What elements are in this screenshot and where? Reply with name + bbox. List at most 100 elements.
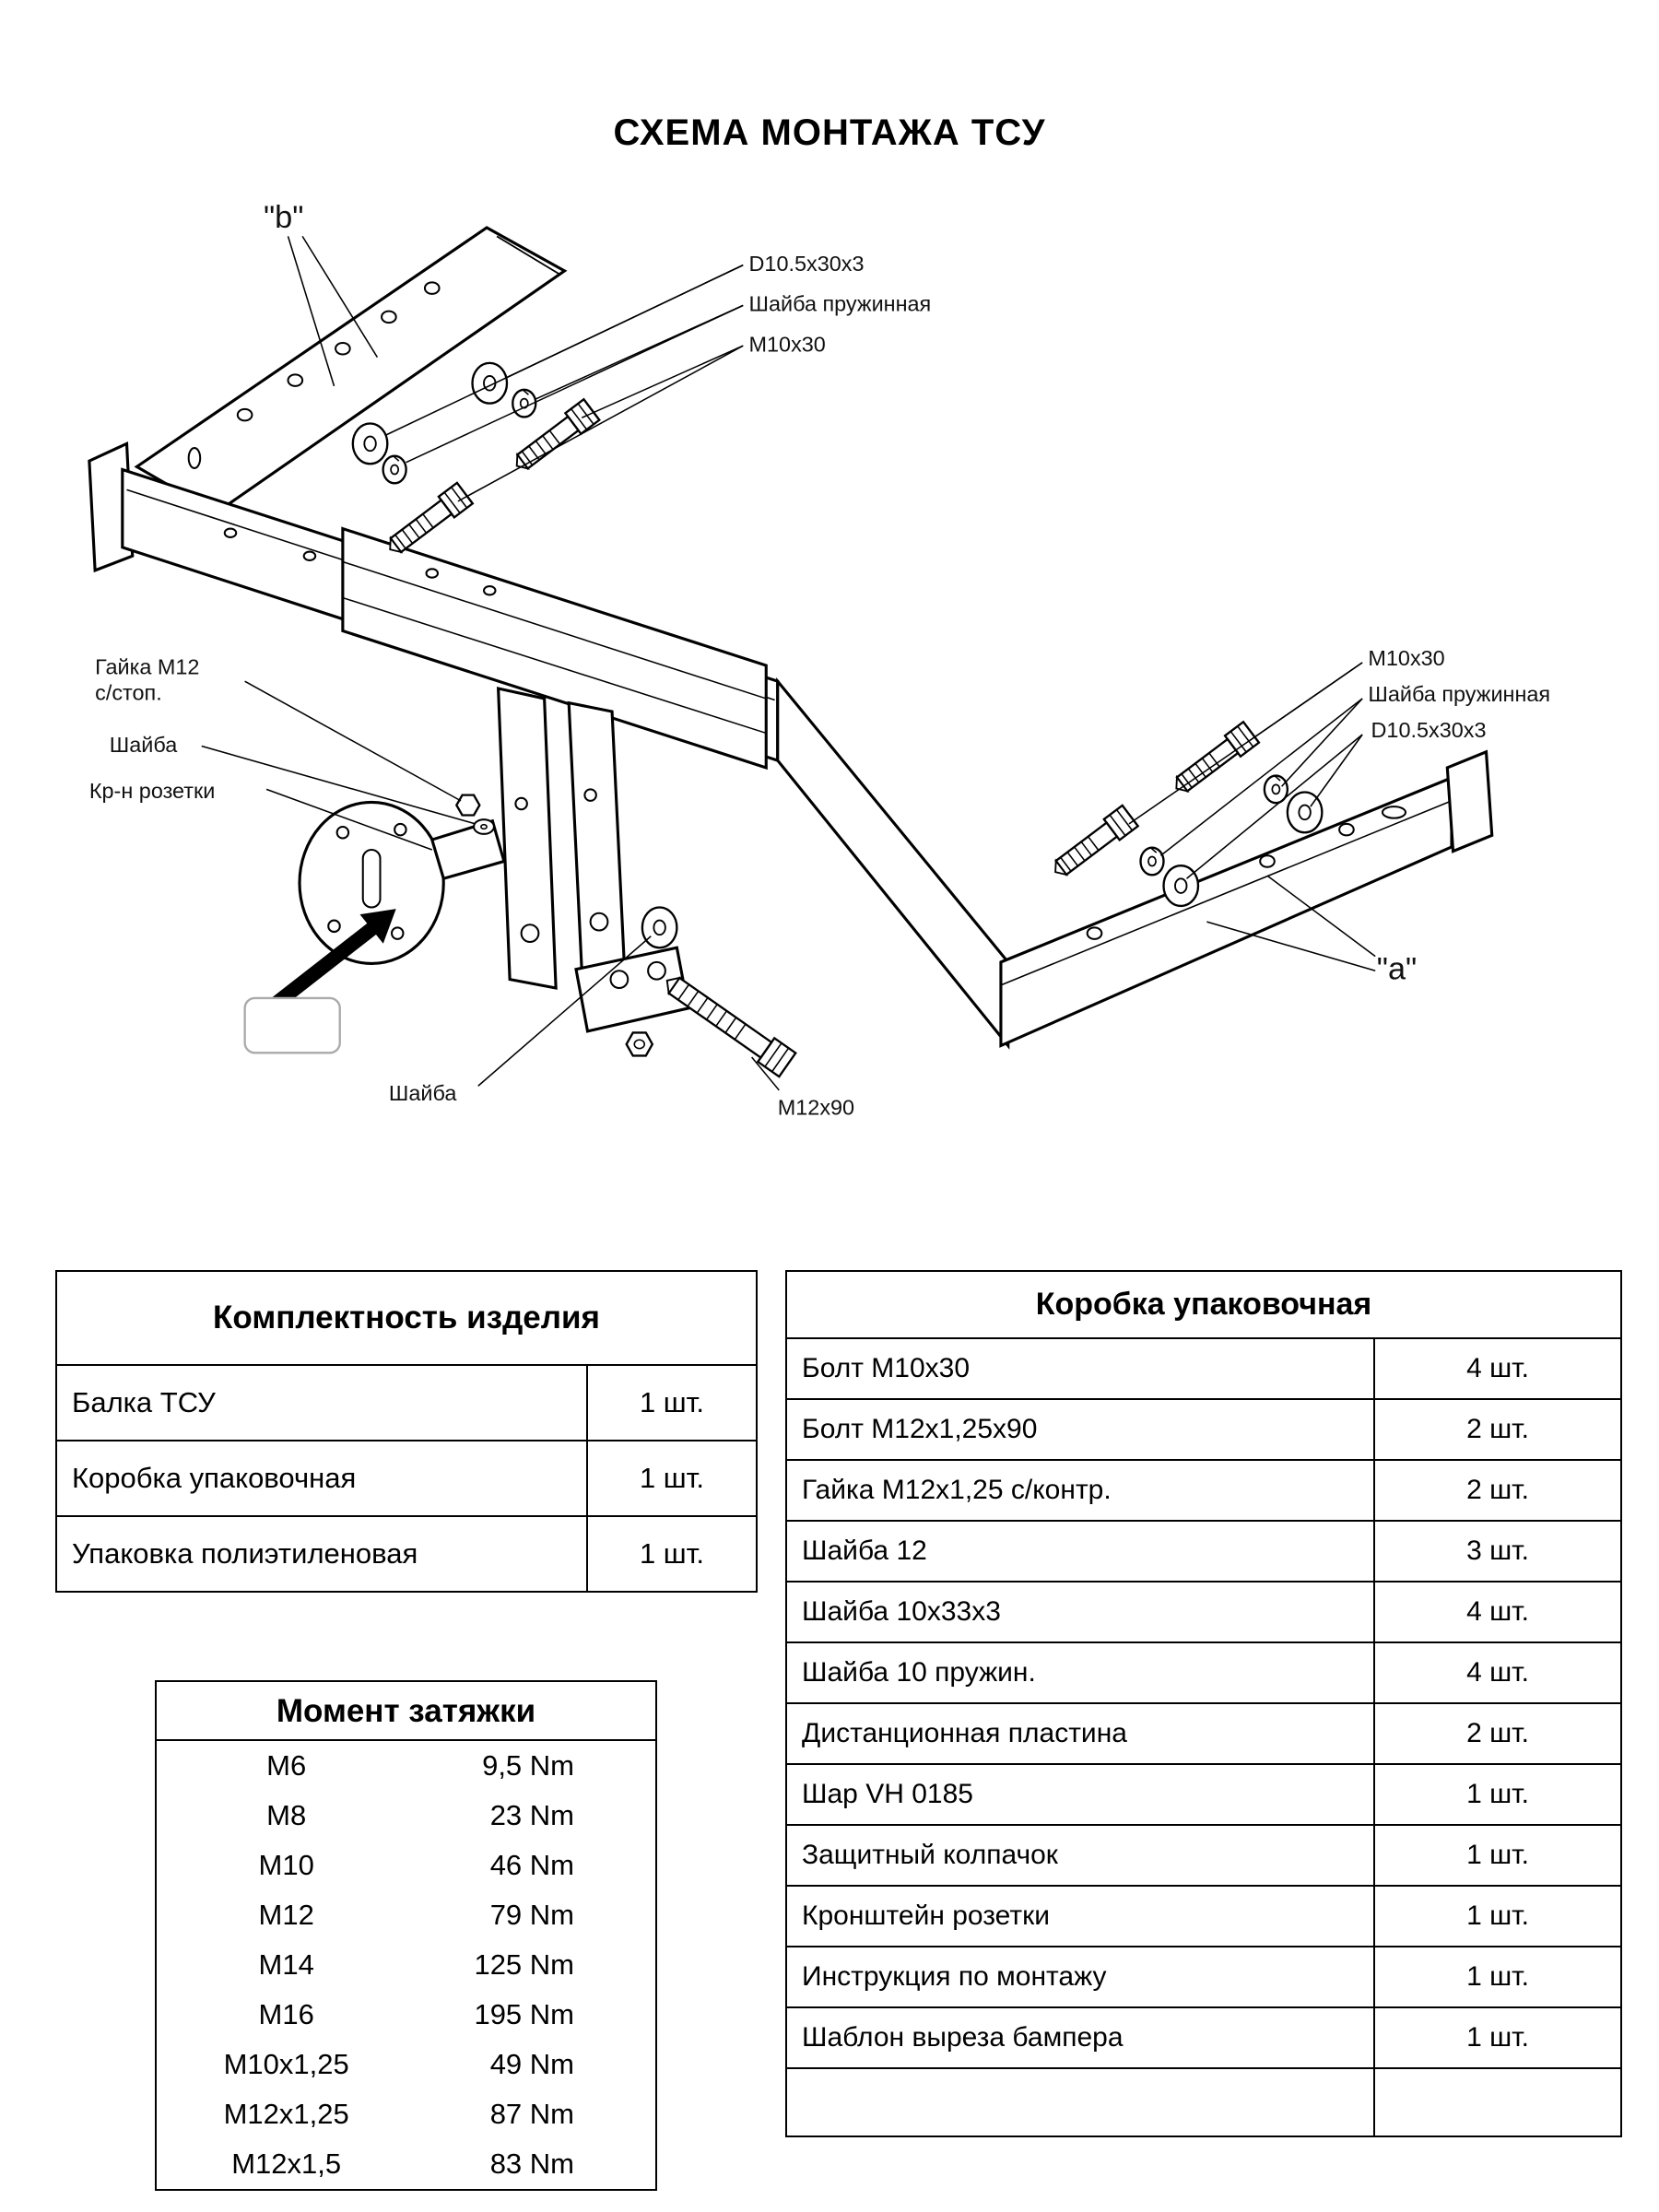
item-qty: 2 шт. [1373,1459,1622,1522]
leader-lines [201,235,1376,1091]
flange-nut-group [454,794,495,835]
item-name: Гайка М12х1,25 с/контр. [785,1459,1375,1522]
torque-table-title: Момент затяжки [156,1681,656,1741]
torque-value: 46 Nm [489,1849,574,1881]
item-name: Шайба 10 пружин. [785,1641,1375,1704]
item-name: Коробка упаковочная [55,1440,588,1517]
callout-nut-m12-line2: с/стоп. [95,681,162,705]
flat-washer-icon [351,422,389,465]
thread-size: М10 [258,1849,314,1881]
callout-d10-right: D10.5x30x3 [1371,718,1487,742]
callout-m10-right: M10x30 [1368,646,1444,670]
callout-nut-m12-line1: Гайка М12 [95,654,199,678]
beam-drop-section [776,677,1010,1050]
thread-size: М6 [266,1749,307,1782]
thread-size: М8 [266,1799,307,1831]
table-row: Дистанционная пластина 2 шт. [785,1702,1622,1765]
packing-box-table: Коробка упаковочная Болт М10х30 4 шт. Бо… [785,1270,1622,2137]
item-qty: 1 шт. [586,1440,758,1517]
table-row: Защитный колпачок 1 шт. [785,1824,1622,1887]
item-name: Балка ТСУ [55,1364,588,1441]
torque-value: 79 Nm [489,1899,574,1931]
item-name: Шаблон выреза бампера [785,2006,1375,2069]
table-row: М14 125 Nm [156,1940,656,1990]
table-row: Шайба 10х33х3 4 шт. [785,1581,1622,1643]
kit-table-title: Комплектность изделия [55,1270,758,1366]
label-b: "b" [264,200,304,235]
table-row: М12 79 Nm [156,1890,656,1940]
item-qty: 1 шт. [1373,1824,1622,1887]
thread-size: М16 [258,1998,314,2030]
item-qty: 2 шт. [1373,1702,1622,1765]
item-qty: 1 шт. [1373,1885,1622,1947]
item-qty: 1 шт. [586,1515,758,1593]
item-name: Шайба 10х33х3 [785,1581,1375,1643]
callout-spring-washer-top: Шайба пружинная [749,292,932,316]
torque-value: 83 Nm [489,2147,574,2180]
table-row: Шар VH 0185 1 шт. [785,1763,1622,1826]
table-row: Шайба 12 3 шт. [785,1520,1622,1583]
torque-value: 87 Nm [489,2098,574,2130]
thread-size: М12х1,25 [223,2098,349,2130]
right-side-bracket [999,775,1453,1048]
torque-value: 49 Nm [489,2048,574,2080]
table-row: М12х1,5 83 Nm [156,2139,656,2190]
box-table-title: Коробка упаковочная [785,1270,1622,1339]
torque-value: 195 Nm [474,1998,574,2030]
bolt-m10x30-icon [1046,804,1139,884]
table-row: Балка ТСУ 1 шт. [55,1364,758,1441]
item-qty: 1 шт. [1373,1946,1622,2008]
bolt-m10x30-icon [381,481,474,561]
label-a: "a" [1377,952,1418,987]
flat-washer-icon [641,906,678,949]
table-row: М12х1,25 87 Nm [156,2089,656,2139]
item-name: Болт М12х1,25х90 [785,1398,1375,1461]
table-row: Болт М10х30 4 шт. [785,1337,1622,1400]
spring-washer-icon [1139,846,1165,877]
flat-washer-icon [471,361,509,405]
beam-sleeve [341,526,768,771]
towbar-assembly-diagram: "b" D10.5x30x3 Шайба пружинная M10x30 Га… [88,200,1550,1120]
spring-washer-icon [382,454,407,485]
table-row: М6 9,5 Nm [156,1740,656,1791]
pointer-arrow-icon [269,909,396,1011]
callout-spring-washer-right: Шайба пружинная [1368,682,1550,706]
item-qty: 4 шт. [1373,1337,1622,1400]
socket-bracket-arm [429,818,506,881]
callout-m10-top: M10x30 [749,332,826,356]
thread-size: М12х1,5 [231,2147,342,2180]
towbar-beam [88,226,1494,1050]
table-row: Кронштейн розетки 1 шт. [785,1885,1622,1947]
item-name: Дистанционная пластина [785,1702,1375,1765]
kit-contents-table: Комплектность изделия Балка ТСУ 1 шт. Ко… [55,1270,758,1593]
item-qty: 4 шт. [1373,1641,1622,1704]
bolt-m12x90-icon [657,967,797,1078]
mount-plate-rear [567,700,627,982]
table-row: Шаблон выреза бампера 1 шт. [785,2006,1622,2069]
callout-socket-bracket: Кр-н розетки [89,779,215,803]
callout-washer-left: Шайба [110,733,178,757]
thread-size: М12 [258,1899,314,1931]
torque-value: 9,5 Nm [482,1749,574,1782]
item-name: Защитный колпачок [785,1824,1375,1887]
torque-value: 23 Nm [489,1799,574,1831]
table-row: М16 195 Nm [156,1990,656,2040]
item-name: Кронштейн розетки [785,1885,1375,1947]
thread-size: М14 [258,1948,314,1981]
item-name: Упаковка полиэтиленовая [55,1515,588,1593]
table-row: Коробка упаковочная 1 шт. [55,1440,758,1517]
mount-plate-front [496,687,558,990]
blank-label-box [243,996,341,1054]
table-row: Болт М12х1,25х90 2 шт. [785,1398,1622,1461]
table-row: М8 23 Nm [156,1791,656,1841]
mounting-holes [187,281,1407,990]
table-row: М10х1,25 49 Nm [156,2040,656,2089]
item-qty: 2 шт. [1373,1398,1622,1461]
callout-m12x90: М12х90 [778,1096,854,1120]
lock-nut-m12-icon [454,794,481,817]
item-qty: 1 шт. [1373,2006,1622,2069]
item-name: Болт М10х30 [785,1337,1375,1400]
item-qty: 1 шт. [586,1364,758,1441]
torque-value: 125 Nm [474,1948,574,1981]
page-title: СХЕМА МОНТАЖА ТСУ [613,112,1046,153]
